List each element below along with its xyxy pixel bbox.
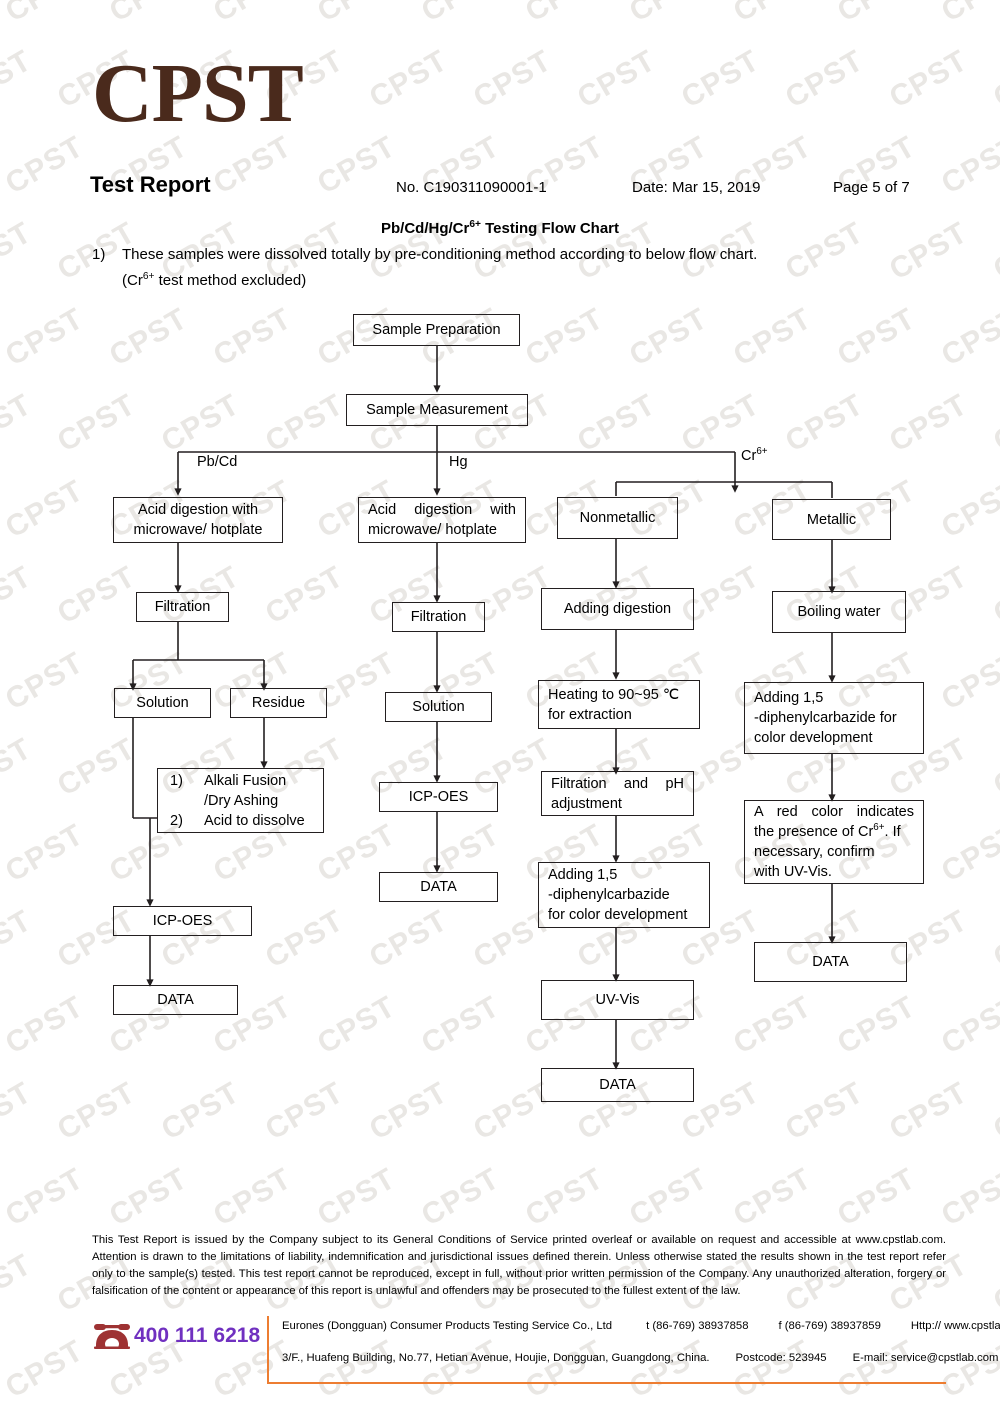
node-hg-data: DATA bbox=[379, 872, 498, 902]
node-adding-dpc-metallic: Adding 1,5 -diphenylcarbazide for color … bbox=[744, 682, 924, 754]
node-boiling-water: Boiling water bbox=[772, 591, 906, 633]
edge-label-hg: Hg bbox=[449, 454, 468, 470]
node-nonmetallic: Nonmetallic bbox=[557, 497, 678, 539]
node-sample-preparation: Sample Preparation bbox=[353, 314, 520, 346]
red-color-line-2: the presence of Cr6+. If bbox=[754, 822, 901, 840]
node-nonmetallic-data: DATA bbox=[541, 1068, 694, 1102]
node-pb-icp-oes: ICP-OES bbox=[113, 906, 252, 936]
footer-line-address: 3/F., Huafeng Building, No.77, Hetian Av… bbox=[282, 1352, 998, 1364]
website-value[interactable]: Http:// www.cpstlab.com bbox=[910, 1320, 1000, 1332]
node-pb-solution: Solution bbox=[114, 688, 211, 718]
telephone-icon bbox=[94, 1324, 130, 1350]
cpst-logo: CPST bbox=[92, 47, 304, 140]
flow-chart-heading-sup: 6+ bbox=[469, 219, 481, 230]
address-value: 3/F., Huafeng Building, No.77, Hetian Av… bbox=[282, 1352, 710, 1364]
flow-chart-heading: Pb/Cd/Hg/Cr6+ Testing Flow Chart bbox=[0, 219, 1000, 237]
node-adding-dpc-nonmetallic: Adding 1,5 -diphenylcarbazide for color … bbox=[538, 862, 710, 928]
page-number: Page 5 of 7 bbox=[833, 179, 910, 196]
node-pb-residue: Residue bbox=[230, 688, 327, 718]
node-pb-data: DATA bbox=[113, 985, 238, 1015]
telephone-value: t (86-769) 38937858 bbox=[646, 1320, 749, 1332]
node-filtration-ph: Filtration and pH adjustment bbox=[541, 771, 694, 816]
node-metallic: Metallic bbox=[772, 499, 891, 540]
edge-label-cr6-text: Cr bbox=[741, 448, 757, 464]
footer-contact-bar: 400 111 6218 Eurones (Dongguan) Consumer… bbox=[92, 1316, 1000, 1388]
node-pb-acid-digestion: Acid digestion with microwave/ hotplate bbox=[113, 497, 283, 543]
node-hg-acid-digestion: Acid digestion with microwave/ hotplate bbox=[358, 497, 526, 543]
fax-value: f (86-769) 38937859 bbox=[778, 1320, 881, 1332]
node-sample-measurement: Sample Measurement bbox=[346, 394, 528, 426]
flow-chart-heading-post: Testing Flow Chart bbox=[480, 220, 620, 237]
note-line-2: (Cr6+ test method excluded) bbox=[122, 271, 307, 289]
edge-label-cr6-sup: 6+ bbox=[756, 446, 768, 458]
edge-label-pbcd: Pb/Cd bbox=[197, 454, 238, 470]
company-name: Eurones (Dongguan) Consumer Products Tes… bbox=[282, 1320, 613, 1332]
node-hg-icp-oes: ICP-OES bbox=[379, 782, 498, 812]
note-line-2-pre: (Cr bbox=[122, 272, 143, 289]
report-number: No. C190311090001-1 bbox=[396, 179, 547, 196]
node-red-color-indicates: A red color indicates the presence of Cr… bbox=[744, 800, 924, 884]
alkali-item-2: 2) Acid to dissolve bbox=[170, 812, 305, 829]
alkali-item-1-cont: /Dry Ashing bbox=[204, 792, 279, 809]
note-line-1: These samples were dissolved totally by … bbox=[122, 246, 758, 263]
report-date: Date: Mar 15, 2019 bbox=[632, 179, 761, 196]
hotline-number: 400 111 6218 bbox=[134, 1324, 261, 1347]
note-line-2-post: test method excluded) bbox=[154, 272, 307, 289]
note-line-2-sup: 6+ bbox=[142, 271, 155, 282]
node-uv-vis: UV-Vis bbox=[541, 980, 694, 1020]
node-pb-filtration: Filtration bbox=[136, 592, 229, 622]
node-adding-digestion: Adding digestion bbox=[541, 588, 694, 630]
edge-label-cr6: Cr6+ bbox=[741, 446, 768, 464]
flow-chart-heading-pre: Pb/Cd/Hg/Cr bbox=[380, 220, 470, 237]
note-marker: 1) bbox=[92, 246, 106, 263]
node-hg-filtration: Filtration bbox=[392, 602, 485, 632]
node-alkali-fusion: 1) Alkali Fusion /Dry Ashing 2) Acid to … bbox=[157, 768, 324, 833]
disclaimer-text: This Test Report is issued by the Compan… bbox=[92, 1234, 946, 1297]
footer-horizontal-rule bbox=[267, 1382, 946, 1384]
alkali-item-1: 1) Alkali Fusion bbox=[170, 772, 287, 789]
node-metallic-data: DATA bbox=[754, 942, 907, 982]
node-heating-extraction: Heating to 90~95 ℃ for extraction bbox=[538, 680, 700, 729]
postcode-value: Postcode: 523945 bbox=[735, 1352, 827, 1364]
footer-line-company: Eurones (Dongguan) Consumer Products Tes… bbox=[282, 1320, 1000, 1332]
node-hg-solution: Solution bbox=[385, 692, 492, 722]
email-value[interactable]: E-mail: service@cpstlab.com bbox=[852, 1352, 999, 1364]
footer-vertical-rule bbox=[267, 1316, 269, 1384]
page-title: Test Report bbox=[90, 172, 211, 197]
